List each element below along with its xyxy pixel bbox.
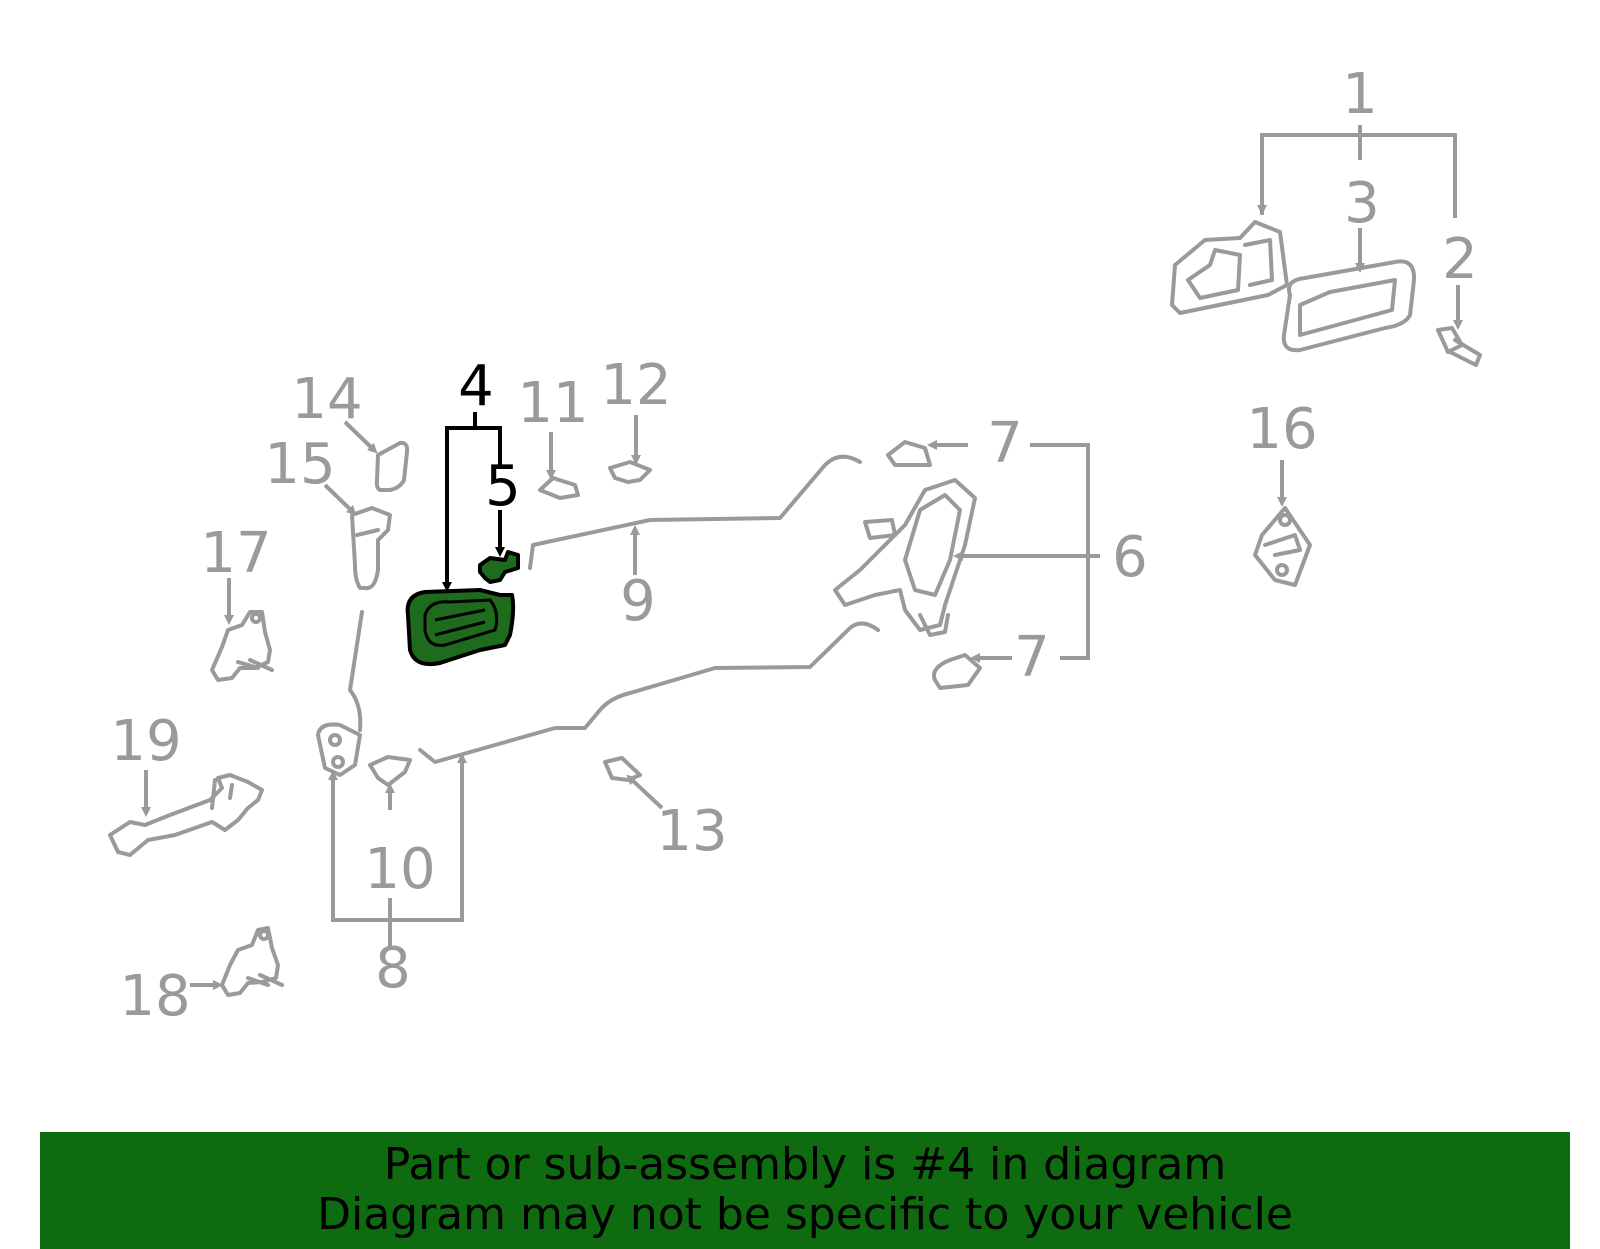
callout-6: 6: [1112, 525, 1148, 590]
part-12-clip[interactable]: [608, 460, 652, 484]
callout-4: 4: [458, 354, 494, 419]
part-15-lock-knob[interactable]: [350, 506, 392, 591]
part-4-inner-handle-highlighted[interactable]: [405, 588, 516, 667]
info-banner: Part or sub-assembly is #4 in diagram Di…: [40, 1132, 1570, 1249]
part-1-outer-handle-frame[interactable]: [1170, 220, 1289, 315]
part-8-lock-rod[interactable]: [316, 610, 364, 777]
part-19-door-check[interactable]: [108, 773, 264, 857]
banner-line-1: Part or sub-assembly is #4 in diagram: [383, 1139, 1227, 1190]
callout-11: 11: [517, 371, 588, 436]
part-3-outer-handle[interactable]: [1281, 259, 1417, 353]
part-7-clip-lower[interactable]: [932, 653, 982, 690]
part-6-latch-assembly[interactable]: [833, 478, 977, 637]
callout-12: 12: [600, 353, 671, 418]
callout-13: 13: [656, 799, 727, 864]
callout-8: 8: [375, 936, 411, 1001]
callout-17: 17: [200, 521, 271, 586]
part-17-actuator[interactable]: [210, 610, 274, 682]
callout-5: 5: [485, 454, 521, 519]
callout-15: 15: [264, 432, 335, 497]
callout-10: 10: [364, 837, 435, 902]
leader-lines: [141, 125, 1463, 990]
callout-3: 3: [1344, 171, 1380, 236]
part-14-cap[interactable]: [374, 440, 410, 492]
callout-9: 9: [620, 569, 656, 634]
part-9-upper-rod[interactable]: [528, 454, 862, 570]
parts-diagram: 1 3 2 16 7 6 7 9 11 12 14 15 17 19 18 13…: [108, 62, 1482, 1029]
part-18-actuator[interactable]: [220, 926, 284, 997]
part-5-clip-highlighted[interactable]: [478, 550, 520, 584]
callout-18: 18: [119, 964, 190, 1029]
part-11-clip[interactable]: [538, 476, 580, 500]
part-2-screw[interactable]: [1436, 326, 1482, 367]
callout-1: 1: [1342, 62, 1378, 127]
callout-7-upper: 7: [987, 411, 1023, 476]
part-10-clip[interactable]: [368, 755, 412, 787]
callout-19: 19: [110, 709, 181, 774]
part-8-lower-rod[interactable]: [418, 621, 880, 764]
part-13-clip[interactable]: [603, 756, 642, 782]
part-7-clip-upper[interactable]: [886, 440, 932, 467]
callout-7-lower: 7: [1014, 625, 1050, 690]
callout-14: 14: [291, 367, 362, 432]
part-16-striker[interactable]: [1253, 506, 1312, 587]
banner-line-2: Diagram may not be specific to your vehi…: [317, 1189, 1293, 1240]
callout-16: 16: [1246, 397, 1317, 462]
callout-2: 2: [1442, 227, 1478, 292]
